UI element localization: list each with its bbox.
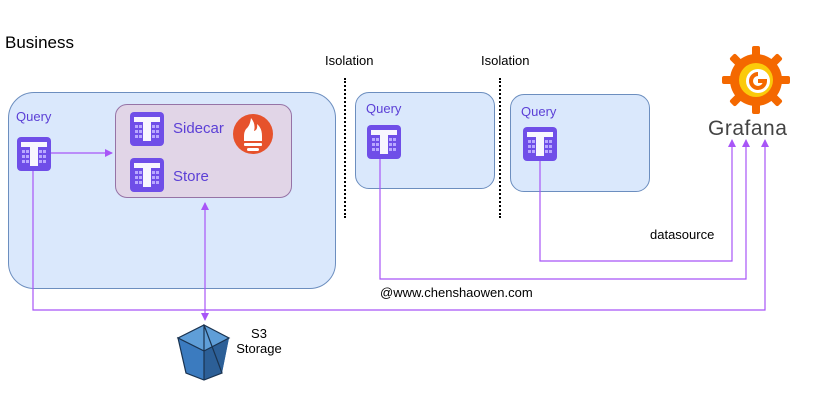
thanos-icon bbox=[367, 125, 401, 159]
s3-storage-label: S3 Storage bbox=[234, 326, 284, 356]
sidecar-label: Sidecar bbox=[173, 120, 224, 137]
grafana-label: Grafana bbox=[708, 117, 788, 140]
datasource-label: datasource bbox=[650, 227, 715, 242]
query-label-1: Query bbox=[16, 109, 52, 124]
thanos-icon bbox=[130, 112, 164, 146]
thanos-icon bbox=[523, 127, 557, 161]
s3-label-line2: Storage bbox=[236, 341, 282, 356]
s3-label-line1: S3 bbox=[251, 326, 267, 341]
thanos-icon bbox=[130, 158, 164, 192]
query-label-3: Query bbox=[521, 104, 557, 119]
grafana-logo-icon bbox=[722, 46, 790, 114]
isolation-label-1: Isolation bbox=[325, 53, 374, 68]
watermark-text: @www.chenshaowen.com bbox=[380, 285, 533, 300]
isolated-query-container-1 bbox=[355, 92, 495, 189]
query1-grafana-connector bbox=[32, 139, 769, 311]
s3-bucket-icon bbox=[176, 324, 231, 381]
isolation-divider-1 bbox=[344, 78, 346, 218]
diagram-title: Business bbox=[5, 33, 74, 52]
isolation-label-2: Isolation bbox=[481, 53, 530, 68]
thanos-icon bbox=[17, 137, 51, 171]
store-label: Store bbox=[173, 168, 209, 185]
prometheus-icon bbox=[233, 114, 273, 154]
query3-grafana-connector bbox=[539, 139, 736, 262]
query2-grafana-connector bbox=[379, 139, 750, 280]
query-label-2: Query bbox=[366, 101, 402, 116]
isolation-divider-2 bbox=[499, 78, 501, 218]
